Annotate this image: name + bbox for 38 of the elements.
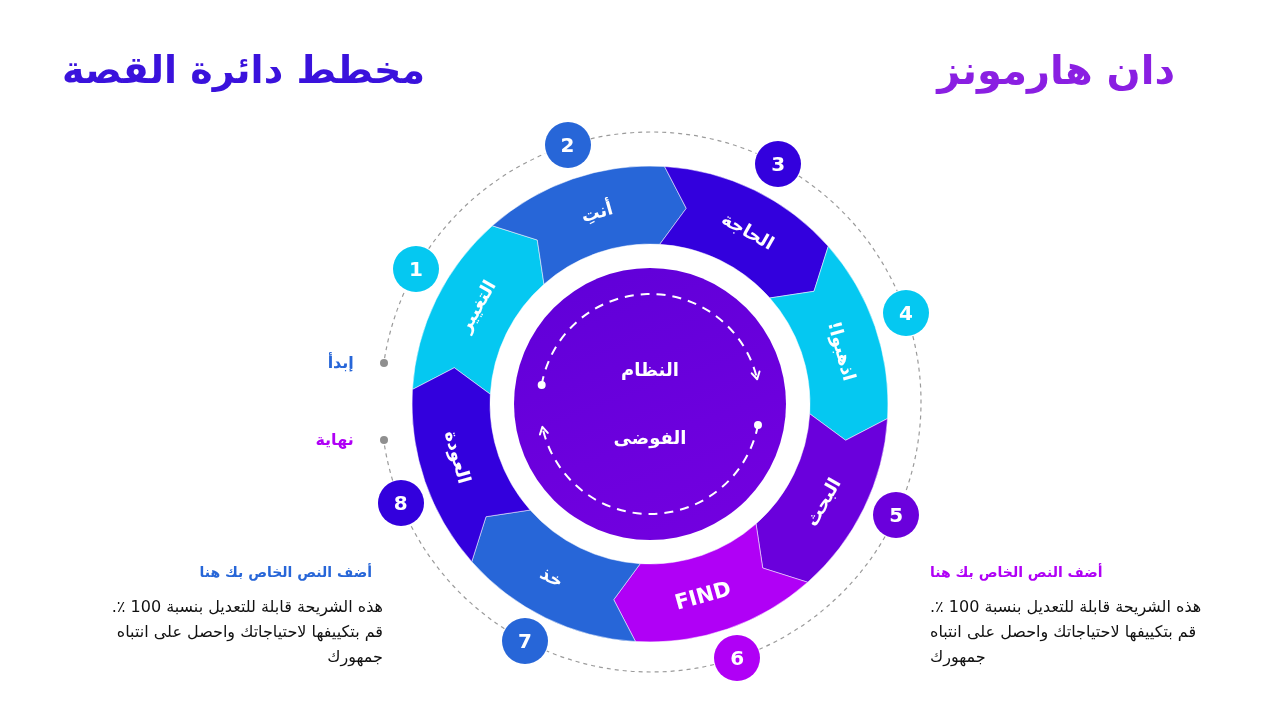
dot-icon (379, 436, 388, 445)
step-number: 1 (393, 246, 439, 293)
arrow-segment (613, 523, 808, 642)
segment-label: العودة (440, 428, 476, 487)
arrow-segment (412, 225, 544, 395)
dashed-connector (758, 535, 886, 650)
segment-label: FIND (672, 576, 735, 616)
arrow-segment (412, 367, 531, 562)
body-paragraph: هذه الشريحة قابلة للتعديل بنسبة 100 ٪. قم بتكييفها لاحتياجاتك واحصل على انتباه جمهورك (930, 596, 1203, 669)
dashed-connector (383, 444, 394, 482)
dot-icon (379, 359, 388, 367)
step-number: 7 (502, 617, 549, 664)
dot-label: نهاية (315, 429, 354, 451)
step-number: 6 (714, 634, 761, 681)
step-number: 3 (755, 140, 802, 187)
block-heading: أضف النص الخاص بك هنا (930, 562, 1103, 583)
center-label: النظام (621, 359, 679, 381)
arrow-segment (756, 413, 888, 583)
segment-label: التغيير (453, 276, 501, 336)
segment-label: البحث (800, 473, 846, 531)
block-heading: أضف النص الخاص بك هنا (199, 562, 372, 583)
segment-label: خذ (536, 562, 568, 593)
segment-label: الحاجة (718, 207, 778, 255)
segment-label: أنتِ (578, 197, 616, 227)
dot-label: إبدأ (327, 352, 354, 374)
center-label: الفوضى (613, 427, 687, 449)
diagram-title: مخطط دائرة القصة (61, 47, 425, 94)
body-paragraph: هذه الشريحة قابلة للتعديل بنسبة 100 ٪. قم بتكييفها لاحتياجاتك واحصل على انتباه جمهورك (110, 596, 383, 669)
segment-label: اذهبوا! (823, 318, 861, 384)
dashed-connector (798, 175, 898, 292)
step-number: 8 (377, 480, 424, 527)
step-number: 5 (873, 492, 920, 539)
dashed-connector (546, 650, 715, 673)
step-number: 4 (882, 290, 929, 337)
dashed-connector (410, 524, 505, 630)
dashed-connector (590, 131, 758, 155)
heading-text: دان هارمونز (937, 46, 1175, 96)
step-number: 2 (544, 122, 591, 169)
